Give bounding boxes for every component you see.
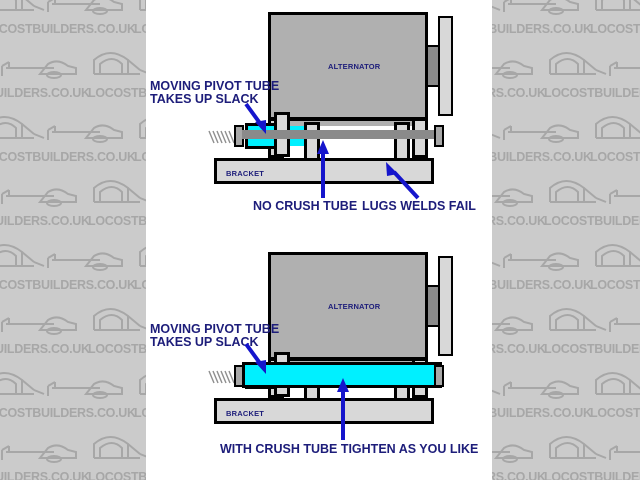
bracket-label: BRACKET — [226, 169, 265, 178]
watermark-text: LOCOSTBUILDERS.CO.UK — [0, 214, 90, 228]
watermark-tile: LOCOSTBUILDERS.CO.UK — [590, 230, 640, 294]
watermark-tile: LOCOSTBUILDERS.CO.UK — [544, 422, 640, 480]
watermark-text: LOCOSTBUILDERS.CO.UK — [0, 342, 90, 356]
locost-car-icon — [595, 244, 640, 267]
bracket-label: BRACKET — [226, 409, 265, 418]
locost-car-icon — [1, 444, 77, 463]
locost-car-icon — [0, 372, 123, 399]
locost-car-icon — [0, 116, 123, 143]
ear-top-edge — [268, 358, 428, 361]
label-with-crush-tube: WITH CRUSH TUBE TIGHTEN AS YOU LIKE — [220, 442, 479, 456]
locost-car-icon — [595, 0, 640, 11]
locost-car-icon — [549, 52, 640, 76]
watermark-text: LOCOSTBUILDERS.CO.UK — [590, 278, 640, 292]
bolt-nut-right — [434, 125, 444, 147]
watermark-text: LOCOSTBUILDERS.CO.UK — [544, 214, 640, 228]
diagram-no-crush-tube: ALTERNATOR — [146, 0, 492, 240]
ear-top-edge — [268, 118, 428, 121]
watermark-text: LOCOSTBUILDERS.CO.UK — [590, 150, 640, 164]
alternator-body — [268, 252, 428, 360]
watermark-text: LOCOSTBUILDERS.CO.UK — [0, 406, 136, 420]
alternator-pulley — [438, 256, 453, 356]
watermark-text: LOCOSTBUILDERS.CO.UK — [544, 86, 640, 100]
arrow-to-pivot-tube — [244, 342, 266, 374]
arrow-to-crush-tube — [337, 378, 349, 440]
locost-car-icon — [549, 180, 640, 204]
watermark-tile: LOCOSTBUILDERS.CO.UK — [0, 166, 90, 230]
locost-car-icon — [1, 316, 77, 335]
label-no-crush-tube: NO CRUSH TUBE — [253, 199, 358, 213]
watermark-text: LOCOSTBUILDERS.CO.UK — [0, 150, 136, 164]
watermark-text: LOCOSTBUILDERS.CO.UK — [544, 342, 640, 356]
locost-car-icon — [549, 436, 640, 460]
watermark-tile: LOCOSTBUILDERS.CO.UK — [0, 102, 136, 166]
watermark-text: LOCOSTBUILDERS.CO.UK — [590, 406, 640, 420]
arrow-to-pivot-tube — [244, 102, 266, 134]
watermark-tile: LOCOSTBUILDERS.CO.UK — [590, 358, 640, 422]
locost-car-icon — [549, 308, 640, 332]
locost-car-icon — [595, 372, 640, 395]
label-moving-pivot-tube: MOVING PIVOT TUBE TAKES UP SLACK — [150, 79, 280, 106]
watermark-tile: LOCOSTBUILDERS.CO.UK — [0, 230, 136, 294]
arrow-to-lugs-welds — [386, 162, 420, 200]
watermark-tile: LOCOSTBUILDERS.CO.UK — [0, 294, 90, 358]
locost-car-icon — [595, 116, 640, 139]
locost-car-icon — [0, 0, 123, 15]
bolt-thread-left — [208, 370, 234, 384]
watermark-text: LOCOSTBUILDERS.CO.UK — [0, 278, 136, 292]
watermark-tile: LOCOSTBUILDERS.CO.UK — [0, 0, 136, 38]
watermark-text: LOCOSTBUILDERS.CO.UK — [0, 22, 136, 36]
watermark-text: LOCOSTBUILDERS.CO.UK — [544, 470, 640, 480]
watermark-text: LOCOSTBUILDERS.CO.UK — [590, 22, 640, 36]
watermark-tile: LOCOSTBUILDERS.CO.UK — [590, 102, 640, 166]
watermark-tile: LOCOSTBUILDERS.CO.UK — [544, 166, 640, 230]
locost-car-icon — [0, 244, 123, 271]
bracket-base — [214, 398, 434, 424]
watermark-tile: LOCOSTBUILDERS.CO.UK — [0, 38, 90, 102]
drawing-panel: ALTERNATOR — [146, 0, 492, 480]
alternator-pulley — [438, 16, 453, 116]
watermark-tile: LOCOSTBUILDERS.CO.UK — [0, 358, 136, 422]
watermark-tile: LOCOSTBUILDERS.CO.UK — [0, 422, 90, 480]
through-bolt — [242, 130, 442, 139]
label-lugs-welds-fail: LUGS WELDS FAIL — [362, 199, 476, 213]
diagram-with-crush-tube: ALTERNATOR BRACKET MOVING PIVOT TUBE TAK… — [146, 240, 492, 480]
watermark-text: LOCOSTBUILDERS.CO.UK — [0, 470, 90, 480]
watermark-tile: LOCOSTBUILDERS.CO.UK — [590, 0, 640, 38]
watermark-text: LOCOSTBUILDERS.CO.UK — [0, 86, 90, 100]
watermark-tile: LOCOSTBUILDERS.CO.UK — [544, 294, 640, 358]
alternator-label: ALTERNATOR — [328, 302, 381, 311]
alternator-label: ALTERNATOR — [328, 62, 381, 71]
bolt-nut-right — [434, 365, 444, 387]
watermark-tile: LOCOSTBUILDERS.CO.UK — [544, 38, 640, 102]
locost-car-icon — [1, 188, 77, 207]
bolt-thread-left — [208, 130, 234, 144]
arrow-to-no-crush-tube — [317, 140, 329, 198]
locost-car-icon — [1, 60, 77, 79]
